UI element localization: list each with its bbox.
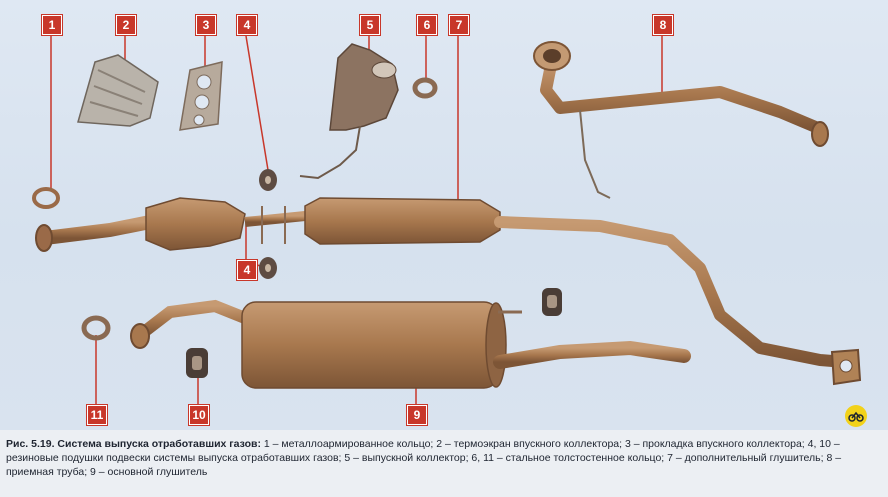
ring-part-1 [32,187,60,209]
exhaust-parts-illustration [32,35,862,405]
caption-text: 1 – металлоармированное кольцо; 2 – терм… [6,438,842,478]
callout-4-bottom: 4 [237,260,257,280]
steel-ring-part-11 [81,315,111,341]
callout-4-top: 4 [237,15,257,35]
rubber-mount-part-4 [259,169,277,279]
callout-10: 10 [189,405,209,425]
front-pipe-part-8 [533,41,829,199]
intermediate-pipe-part-7 [35,197,862,386]
callout-8: 8 [653,15,673,35]
steel-ring-part-6 [412,77,438,99]
heat-shield-part-2 [77,54,159,127]
callout-7: 7 [449,15,469,35]
exhaust-system-figure: 1 2 3 4 5 6 7 8 4 11 10 9 [0,0,888,430]
rubber-mount-part-10 [186,288,562,378]
callout-2: 2 [116,15,136,35]
callout-5: 5 [360,15,380,35]
callout-11: 11 [87,405,107,425]
callout-9: 9 [407,405,427,425]
main-muffler-part-9 [130,299,691,389]
callout-3: 3 [196,15,216,35]
publisher-logo-icon [845,405,867,427]
caption-label: Рис. 5.19. Система выпуска отработавших … [6,438,261,450]
figure-caption: Рис. 5.19. Система выпуска отработавших … [6,437,882,479]
exhaust-manifold-part-5 [299,43,399,180]
callout-6: 6 [417,15,437,35]
gasket-part-3 [179,61,223,131]
callout-1: 1 [42,15,62,35]
